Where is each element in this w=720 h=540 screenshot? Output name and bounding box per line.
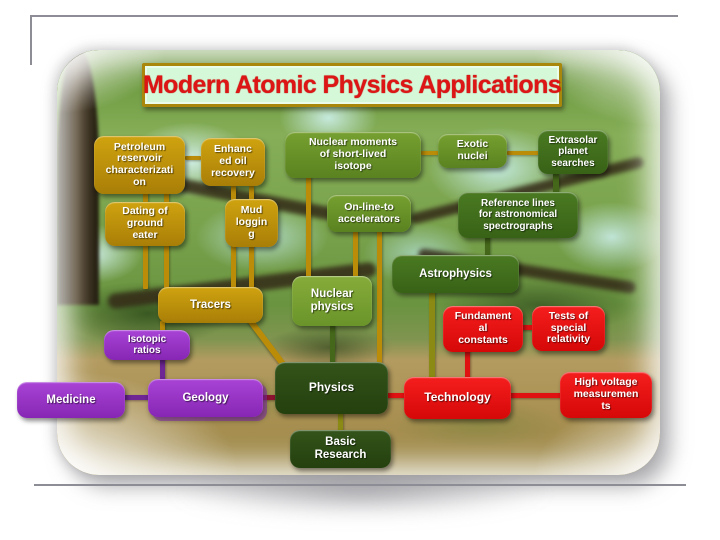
connector-reference-astrophysics <box>485 236 490 257</box>
node-technology: Technology <box>404 377 511 419</box>
node-exotic-nuclei: Exotic nuclei <box>438 134 507 168</box>
node-tests-special-relativity: Tests of special relativity <box>532 306 605 351</box>
connector-nuclearphysics-physics <box>330 324 335 364</box>
frame-left-line <box>30 15 32 65</box>
connector-medicine-geology <box>123 395 150 400</box>
connector-fundamental-technology <box>465 350 470 379</box>
connector-exotic-extrasolar <box>507 151 539 155</box>
connector-technology-highvoltage <box>509 393 562 398</box>
node-tracers: Tracers <box>158 287 263 323</box>
connector-isotopic-geology <box>160 358 165 381</box>
node-extrasolar-planet-searches: Extrasolar planet searches <box>538 130 608 174</box>
node-high-voltage-measurements: High voltage measuremen ts <box>560 372 652 418</box>
node-basic-research: Basic Research <box>290 430 391 468</box>
node-geology: Geology <box>148 379 263 417</box>
node-astrophysics: Astrophysics <box>392 255 519 293</box>
connector-physics-basicresearch <box>338 412 343 432</box>
node-dating-of-ground-water: Dating of ground eater <box>105 202 185 246</box>
frame-bottom-line <box>34 484 686 486</box>
node-mud-logging: Mud loggin g <box>225 199 278 247</box>
connector-physics-technology <box>386 393 406 398</box>
slide-title: Modern Atomic Physics Applications <box>142 63 562 107</box>
node-enhanced-oil-recovery: Enhanc ed oil recovery <box>201 138 265 186</box>
connector-moments-exotic <box>421 151 439 155</box>
node-nuclear-moments: Nuclear moments of short-lived isotope <box>285 132 421 178</box>
node-isotopic-ratios: Isotopic ratios <box>104 330 190 360</box>
tree-trunk <box>57 50 99 305</box>
node-reference-lines-spectrographs: Reference lines for astronomical spectro… <box>458 192 578 238</box>
connector-astrophysics-technology <box>429 291 435 379</box>
node-online-accelerators: On-line-to accelerators <box>327 195 411 232</box>
connector-accelerators-physics <box>377 230 382 365</box>
frame-top-line <box>30 15 678 17</box>
connector-petroleum-enhanced <box>185 156 201 160</box>
node-fundamental-constants: Fundament al constants <box>443 306 523 352</box>
connector-moments-nuclearphysics <box>306 170 311 278</box>
node-nuclear-physics: Nuclear physics <box>292 276 372 326</box>
node-medicine: Medicine <box>17 382 125 418</box>
node-physics: Physics <box>275 362 388 414</box>
connector-accelerators-nuclearphysics <box>353 230 358 278</box>
node-petroleum-reservoir-characterization: Petroleum reservoir characterizati on <box>94 136 185 194</box>
